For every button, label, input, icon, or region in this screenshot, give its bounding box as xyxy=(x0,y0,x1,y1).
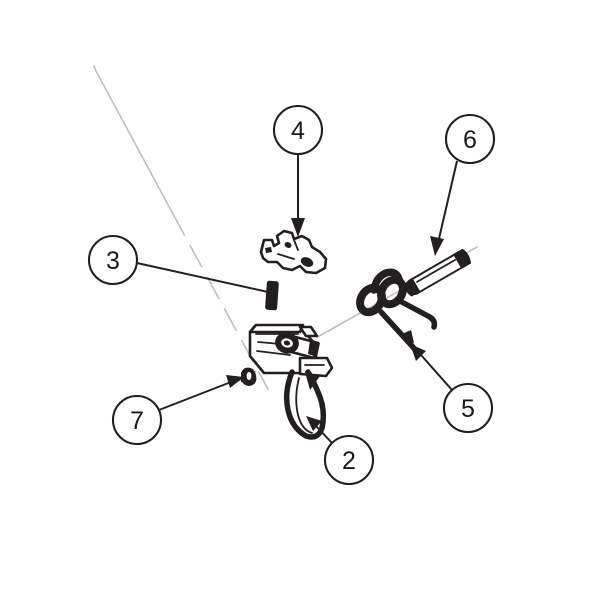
callout-5-circle[interactable] xyxy=(442,382,494,434)
arrowhead-6 xyxy=(430,236,444,256)
callout-3-circle[interactable] xyxy=(87,234,139,286)
spring-mid-arm xyxy=(395,297,438,330)
arrowhead-2 xyxy=(306,416,322,431)
trigger-housing-shelf xyxy=(298,356,334,378)
arrowhead-5 xyxy=(410,344,426,361)
callout-7[interactable]: 7 xyxy=(111,394,163,446)
callout-3-label: 3 xyxy=(106,247,120,275)
leader-lines xyxy=(136,154,458,444)
retaining-pin-bore xyxy=(246,372,252,380)
callout-bubbles: 4 6 3 7 5 2 xyxy=(87,104,496,486)
pivot-pin-head-left xyxy=(404,278,421,297)
leader-line-2 xyxy=(315,425,333,444)
trigger-housing-groove-3 xyxy=(256,350,291,356)
part-sear-plate xyxy=(259,229,328,275)
sear-plate-hole-large xyxy=(300,257,314,267)
callout-4-circle[interactable] xyxy=(272,104,324,156)
trigger-blade-inner-curve xyxy=(295,377,313,434)
leader-line-5 xyxy=(420,354,453,391)
callout-6-label: 6 xyxy=(463,126,477,154)
arrowhead-7 xyxy=(226,375,244,388)
pivot-barrel-bore xyxy=(283,340,291,346)
callout-2-circle[interactable] xyxy=(323,434,375,486)
trigger-housing-tab xyxy=(298,325,319,338)
callout-2-label: 2 xyxy=(342,447,356,475)
callout-6[interactable]: 6 xyxy=(444,113,496,165)
spring-upper-arm xyxy=(370,268,403,294)
callout-5-label: 5 xyxy=(461,395,475,423)
trigger-pivot-barrel xyxy=(275,332,320,360)
trigger-blade-web xyxy=(305,372,320,390)
part-pivot-pin xyxy=(404,248,472,297)
callout-7-circle[interactable] xyxy=(111,394,163,446)
trigger-blade xyxy=(283,369,327,440)
callout-2[interactable]: 2 xyxy=(323,434,375,486)
sear-plate-edge-line-2 xyxy=(293,239,299,251)
pivot-barrel-cap xyxy=(308,340,320,357)
part-retaining-pin xyxy=(241,367,257,386)
callout-6-circle[interactable] xyxy=(444,113,496,165)
small-pin-body xyxy=(265,280,279,311)
part-torsion-spring xyxy=(356,268,438,356)
sear-plate-edge-line xyxy=(277,253,295,260)
callout-7-label: 7 xyxy=(130,407,144,435)
callout-4-label: 4 xyxy=(291,117,305,145)
pivot-pin-highlight xyxy=(416,259,457,283)
leader-line-3 xyxy=(136,262,269,293)
trigger-housing-top-face xyxy=(248,323,305,334)
leader-line-6 xyxy=(437,160,458,244)
callout-4[interactable]: 4 xyxy=(272,104,324,156)
sear-plate-hole-small xyxy=(284,242,292,248)
leader-line-7 xyxy=(158,381,232,411)
sear-plate-notch xyxy=(265,247,272,253)
callout-5[interactable]: 5 xyxy=(442,382,494,434)
arrowhead-4 xyxy=(291,218,305,237)
part-trigger-assembly xyxy=(248,323,334,440)
callout-3[interactable]: 3 xyxy=(87,234,139,286)
spring-leg-barb xyxy=(404,330,414,343)
part-small-pin xyxy=(265,280,279,311)
axis-line-left xyxy=(93,65,174,215)
axis-line-left-dashed xyxy=(172,213,269,390)
pivot-pin-head-right xyxy=(453,248,472,269)
